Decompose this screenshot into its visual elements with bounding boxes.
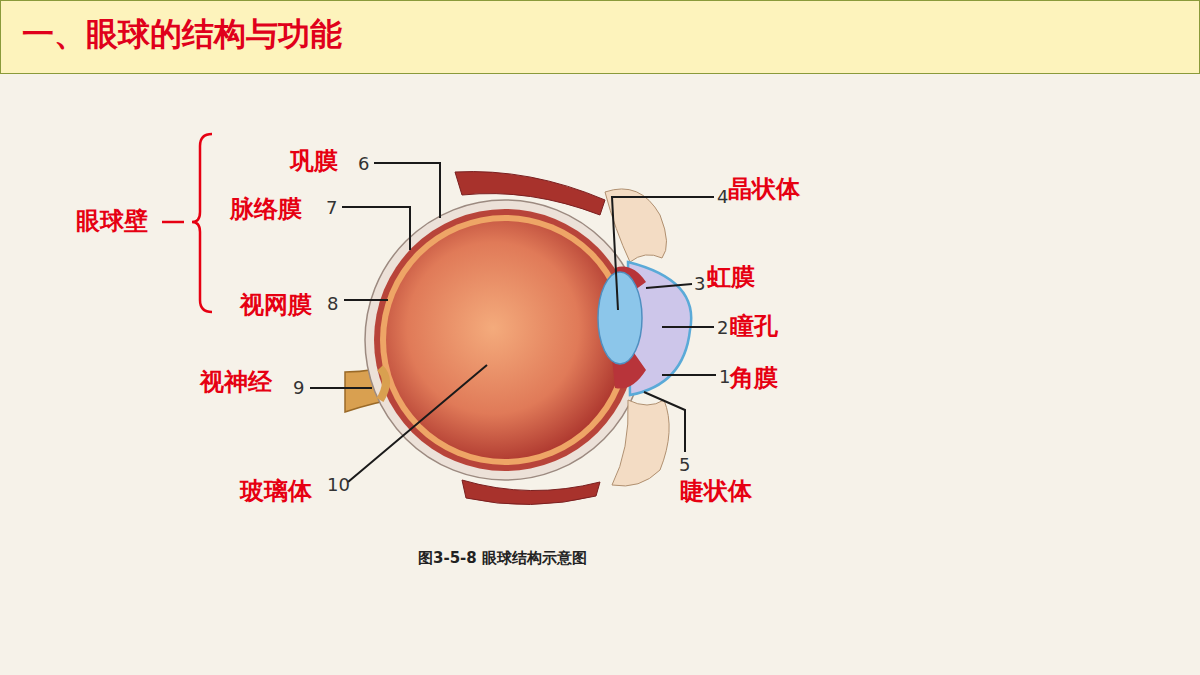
callout-number: 2 xyxy=(717,317,728,339)
callout-number: 1 xyxy=(719,366,730,388)
part-label: 晶状体 xyxy=(728,174,800,204)
part-label: 睫状体 xyxy=(680,476,752,506)
callout-number: 4 xyxy=(717,186,728,208)
part-label: 视网膜 xyxy=(240,290,312,320)
part-label: 角膜 xyxy=(730,363,778,393)
callout-number: 9 xyxy=(293,377,304,399)
callout-number: 8 xyxy=(327,293,338,315)
callout-number: 3 xyxy=(694,273,705,295)
part-label: 视神经 xyxy=(200,367,272,397)
part-label: 眼球壁 xyxy=(76,206,148,236)
part-label: 瞳孔 xyxy=(730,311,778,341)
part-label: 虹膜 xyxy=(707,262,755,292)
part-label: 脉络膜 xyxy=(230,194,302,224)
callout-number: 6 xyxy=(358,153,369,175)
figure-caption: 图3-5-8 眼球结构示意图 xyxy=(418,544,630,572)
page-title: 一、眼球的结构与功能 xyxy=(22,14,342,54)
callout-number: 5 xyxy=(679,454,690,476)
part-label: 玻璃体 xyxy=(240,476,312,506)
callout-number: 7 xyxy=(326,197,337,219)
callout-number: 10 xyxy=(327,474,350,496)
part-label: 巩膜 xyxy=(290,146,338,176)
